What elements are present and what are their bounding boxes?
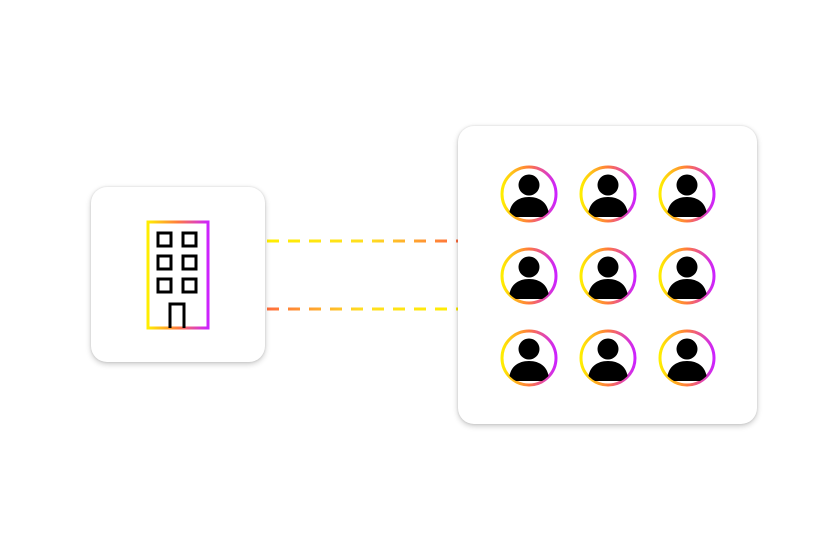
user-avatar-icon xyxy=(579,247,637,305)
user-avatar-icon xyxy=(500,165,558,223)
building-icon xyxy=(146,220,210,330)
user-avatar-icon xyxy=(658,247,716,305)
user-avatar-icon xyxy=(658,165,716,223)
user-avatar-icon xyxy=(500,247,558,305)
team-card xyxy=(458,126,757,424)
user-avatar-icon xyxy=(579,165,637,223)
user-avatar-icon xyxy=(500,329,558,387)
organization-card xyxy=(91,187,265,362)
team-grid xyxy=(500,165,716,387)
user-avatar-icon xyxy=(658,329,716,387)
user-avatar-icon xyxy=(579,329,637,387)
